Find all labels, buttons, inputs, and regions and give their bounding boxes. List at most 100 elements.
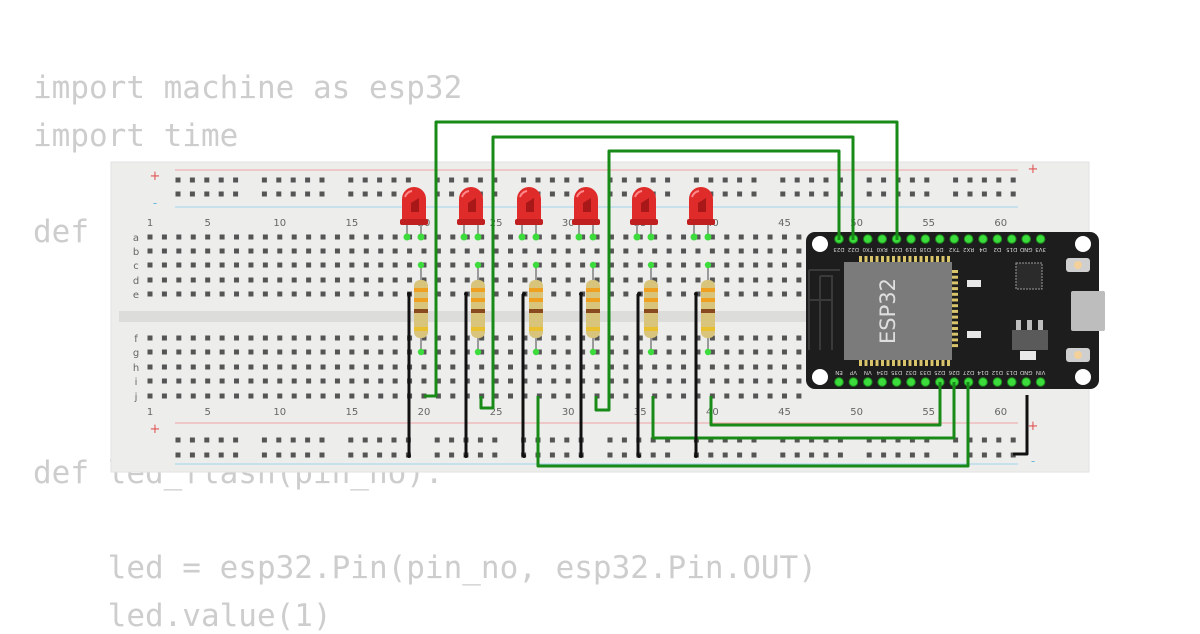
- column-number-10: 10: [273, 407, 286, 418]
- esp32-bottom-pin-label: VP: [849, 369, 857, 375]
- led-6: [687, 187, 715, 241]
- esp32-top-pin-label: D4: [979, 246, 987, 252]
- code-line-2: import time: [33, 118, 239, 154]
- esp32-top-pin-label: RX2: [963, 246, 974, 252]
- esp32-bottom-pin-label: D12: [992, 369, 1003, 375]
- row-letter-b: b: [133, 247, 139, 258]
- esp32-bottom-pin-VIN: [1035, 377, 1046, 387]
- column-number-15: 15: [346, 218, 359, 229]
- esp32-bottom-pin-label: EN: [835, 369, 843, 375]
- esp32-top-pin-D18: [920, 234, 931, 244]
- esp32-top-pin-GND: [1021, 234, 1031, 244]
- esp32-top-pin-label: TX2: [949, 246, 961, 252]
- esp32-bottom-pin-label: D25: [934, 369, 946, 375]
- esp32-bottom-pin-label: D35: [890, 369, 902, 375]
- column-number-60: 60: [994, 218, 1007, 229]
- esp32-top-pin-D4: [978, 234, 988, 244]
- esp32-bottom-pin-label: D32: [905, 369, 916, 375]
- black-wire-gnd: [1013, 395, 1029, 456]
- column-number-25: 25: [490, 218, 503, 229]
- column-number-35: 35: [634, 407, 647, 418]
- row-letter-h: h: [133, 363, 139, 374]
- column-number-1: 1: [147, 218, 153, 229]
- code-line-5: led = esp32.Pin(pin_no, esp32.Pin.OUT): [33, 550, 817, 586]
- column-number-45: 45: [778, 407, 791, 418]
- esp32-top-pin-RX2: [963, 234, 974, 244]
- breadboard-holes: [147, 177, 1016, 458]
- esp32-bottom-pin-label: D26: [948, 369, 960, 375]
- esp32-bottom-pin-label: D34: [876, 369, 888, 375]
- wires: [407, 120, 1029, 468]
- esp32-bottom-pin-D33: [920, 377, 931, 387]
- column-number-15: 15: [346, 407, 359, 418]
- esp32-bottom-pin-D12: [992, 377, 1003, 387]
- esp32-top-pin-label: D15: [1006, 246, 1018, 252]
- led-5: [630, 187, 658, 241]
- esp32-bottom-pin-EN: [834, 377, 844, 387]
- row-letter-c: c: [133, 261, 139, 272]
- esp32-top-pin-TX2: [949, 234, 960, 244]
- esp32-top-pin-D2: [992, 234, 1003, 244]
- row-letter-g: g: [133, 348, 139, 359]
- column-number-60: 60: [994, 407, 1007, 418]
- column-number-50: 50: [850, 218, 863, 229]
- green-wire-1: [424, 120, 899, 398]
- esp32-top-pin-label: D23: [833, 246, 845, 252]
- rail-minus-bottom-right: -: [1031, 454, 1035, 468]
- green-wire-6: [709, 382, 942, 427]
- led-4: [572, 187, 600, 241]
- resistor-6: [701, 261, 715, 356]
- resistor-2: [471, 261, 485, 356]
- esp32-top-pin-label: D2: [994, 246, 1002, 252]
- esp32-top-pin-D5: [935, 234, 945, 244]
- esp32-top-pin-label: D22: [848, 246, 859, 252]
- column-number-30: 30: [562, 407, 575, 418]
- column-number-1: 1: [147, 407, 153, 418]
- esp32-bottom-pin-label: GND: [1020, 369, 1033, 375]
- esp32-top-pin-D15: [1007, 234, 1017, 244]
- esp32-bottom-pin-D13: [1007, 377, 1017, 387]
- esp32-bottom-pin-VP: [848, 377, 859, 387]
- code-line-1: import machine as esp32: [33, 70, 463, 106]
- green-wire-4: [594, 149, 841, 412]
- column-number-20: 20: [418, 407, 431, 418]
- column-number-5: 5: [204, 218, 210, 229]
- row-letter-d: d: [133, 276, 139, 287]
- column-number-50: 50: [850, 407, 863, 418]
- esp32-bottom-pin-GND: [1021, 377, 1031, 387]
- green-wire-5: [651, 382, 956, 440]
- row-letter-j: j: [134, 392, 138, 403]
- esp32-top-pin-label: GND: [1020, 246, 1033, 252]
- esp32-bottom-pin-label: D33: [919, 369, 931, 375]
- rail-plus-top-left: +: [150, 169, 161, 184]
- column-number-30: 30: [562, 218, 575, 229]
- rail-plus-bottom-left: +: [150, 422, 161, 437]
- esp32-top-pin-label: D19: [905, 246, 917, 252]
- led-1: [400, 187, 428, 241]
- column-number-5: 5: [204, 407, 210, 418]
- green-wire-3: [536, 382, 970, 468]
- rail-plus-bottom-right: +: [1028, 419, 1039, 434]
- column-number-45: 45: [778, 218, 791, 229]
- esp32-bottom-pin-VN: [863, 377, 873, 387]
- led-resistor-row: [400, 187, 715, 356]
- esp32-bottom-pin-label: VN: [864, 369, 872, 375]
- esp32-bottom-pin-label: D13: [1006, 369, 1018, 375]
- esp32-top-pin-D19: [906, 234, 916, 244]
- esp32-bottom-pin-D34: [877, 377, 888, 387]
- resistor-5: [644, 261, 658, 356]
- column-number-10: 10: [273, 218, 286, 229]
- led-2: [457, 187, 485, 241]
- led-3: [515, 187, 543, 241]
- rail-plus-top-right: +: [1028, 162, 1039, 177]
- column-number-55: 55: [922, 218, 935, 229]
- column-number-55: 55: [922, 407, 935, 418]
- resistor-3: [529, 261, 543, 356]
- code-line-6: led.value(1): [33, 598, 332, 634]
- esp32-top-pin-TX0: [863, 234, 873, 244]
- esp32-top-pin-label: D21: [891, 246, 902, 252]
- esp32-bottom-pin-label: D27: [962, 369, 974, 375]
- resistor-1: [414, 261, 428, 356]
